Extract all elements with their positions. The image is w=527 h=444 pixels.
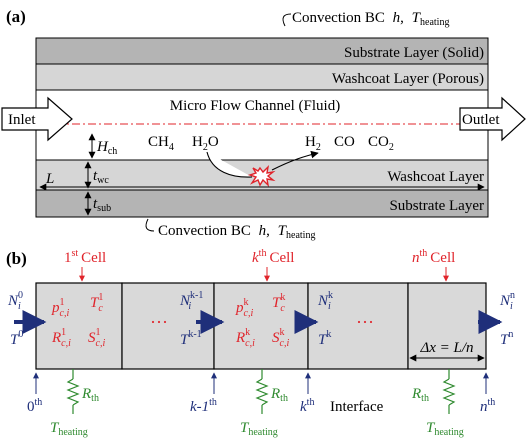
hch-label: Hch bbox=[96, 139, 117, 157]
cell-gap-right bbox=[307, 282, 409, 370]
rth-cell-k: Rth bbox=[270, 386, 288, 404]
tk-label: Tk bbox=[318, 329, 331, 348]
rth-cell-1: Rth bbox=[81, 386, 99, 404]
substrate-layer bbox=[35, 189, 489, 218]
resistor-cell-k bbox=[255, 369, 269, 414]
panel-a-label: (a) bbox=[6, 7, 26, 26]
tn-label: Tn bbox=[500, 329, 513, 348]
theating-cell-k: Theating bbox=[240, 420, 278, 438]
ellipsis-right: ··· bbox=[356, 312, 374, 332]
cell-n bbox=[407, 282, 487, 370]
length-label: L bbox=[45, 171, 54, 187]
interface-k-label: kth bbox=[300, 397, 314, 415]
dx-label: Δx = L/n bbox=[419, 340, 473, 356]
theating-cell-n: Theating bbox=[426, 420, 464, 438]
washcoat-label: Washcoat Layer bbox=[387, 169, 484, 185]
species-co2: CO2 bbox=[368, 134, 394, 153]
species-h2o: H2O bbox=[192, 134, 219, 153]
interface-label: Interface bbox=[330, 399, 384, 415]
resistor-cell-n bbox=[442, 369, 456, 414]
convection-bottom-leader bbox=[145, 218, 155, 232]
substrate-solid-layer bbox=[35, 37, 489, 65]
interface-k1-label: k-1th bbox=[190, 397, 217, 415]
inlet-arrow bbox=[1, 96, 73, 142]
cell-k bbox=[213, 282, 309, 370]
interface-0-label: 0th bbox=[27, 397, 42, 415]
convection-top-label: Convection BC h, Theating bbox=[292, 10, 449, 28]
outlet-label: Outlet bbox=[462, 112, 500, 128]
species-ch4: CH4 bbox=[148, 134, 174, 153]
washcoat-porous-layer bbox=[35, 63, 489, 91]
panel-b-label: (b) bbox=[6, 249, 27, 268]
t0-label: T0 bbox=[10, 329, 23, 348]
rth-cell-n: Rth bbox=[411, 386, 429, 404]
reaction-path-in bbox=[206, 151, 253, 178]
reaction-path-out bbox=[271, 150, 319, 171]
twc-label: twc bbox=[93, 168, 109, 186]
inlet-label: Inlet bbox=[8, 112, 36, 128]
species-co: CO bbox=[334, 134, 355, 150]
substrate-label: Substrate Layer bbox=[389, 198, 484, 214]
interface-n-label: nth bbox=[480, 397, 495, 415]
channel-label: Micro Flow Channel (Fluid) bbox=[170, 98, 340, 114]
ellipsis-left: ··· bbox=[150, 312, 168, 332]
convection-top-leader bbox=[282, 13, 292, 27]
cell-1 bbox=[35, 282, 123, 370]
species-h2: H2 bbox=[305, 134, 321, 153]
convection-bottom-label: Convection BC h, Theating bbox=[158, 223, 315, 241]
outlet-arrow bbox=[459, 96, 526, 142]
panel-a: (a) Convection BC h, Theating Substrate … bbox=[1, 7, 526, 241]
tk1-label: Tk-1 bbox=[180, 329, 202, 348]
reaction-site-burst-icon bbox=[247, 164, 276, 188]
theating-cell-1: Theating bbox=[50, 420, 88, 438]
tsub-label: tsub bbox=[93, 196, 111, 214]
flow-channel bbox=[35, 89, 489, 161]
substrate-solid-label: Substrate Layer (Solid) bbox=[344, 45, 484, 61]
resistor-cell-1 bbox=[66, 369, 80, 414]
washcoat-porous-label: Washcoat Layer (Porous) bbox=[332, 71, 484, 87]
